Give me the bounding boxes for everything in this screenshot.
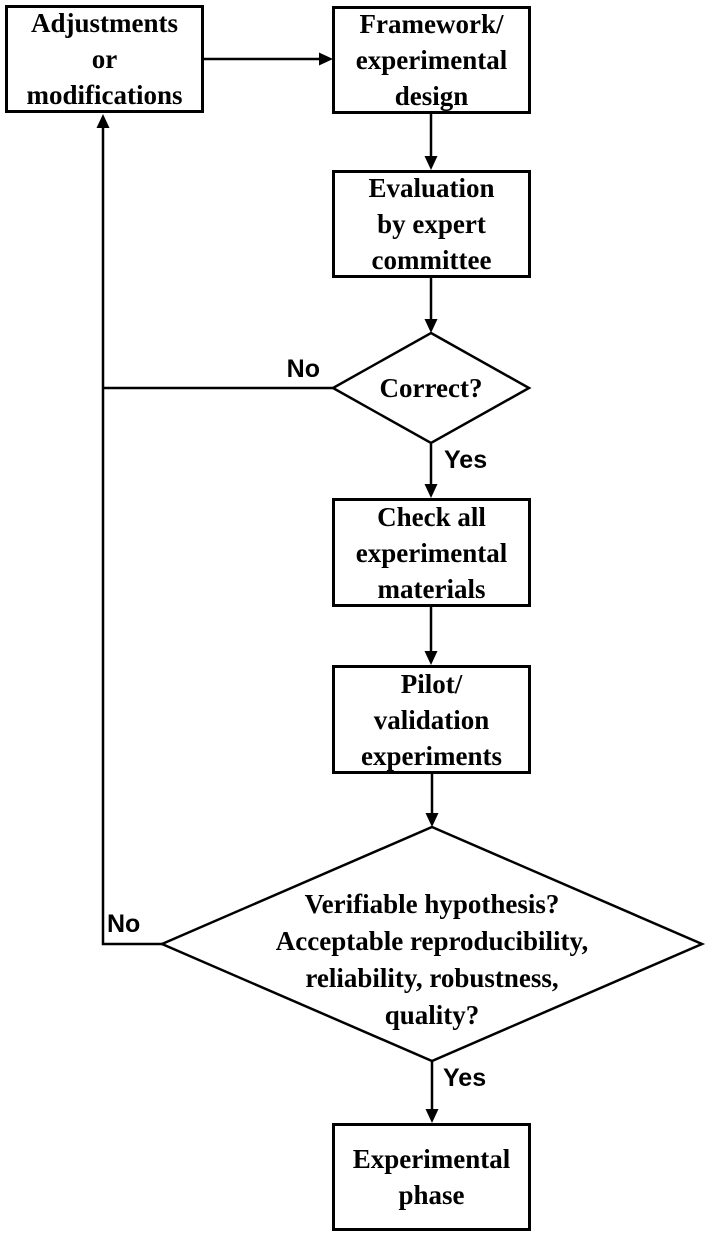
- node-adjustments-label: Adjustments or modifications: [26, 8, 183, 110]
- node-framework: Framework/ experimental design: [332, 6, 531, 114]
- node-pilot: Pilot/ validation experiments: [332, 665, 531, 774]
- node-pilot-label: Pilot/ validation experiments: [361, 668, 502, 771]
- arrowhead-feedback-to-adjustments: [96, 114, 110, 128]
- arrowhead-evaluation-to-correct: [424, 319, 438, 333]
- node-hypothesis-label: Verifiable hypothesis? Acceptable reprod…: [275, 889, 589, 1030]
- node-check-materials: Check all experimental materials: [332, 498, 531, 607]
- edge-label-hypothesis-no: No: [107, 910, 141, 938]
- edge-label-hypothesis-yes: Yes: [443, 1064, 487, 1092]
- node-evaluation-label: Evaluation by expert committee: [368, 173, 495, 275]
- edge-label-correct-yes: Yes: [444, 446, 488, 474]
- decision-correct-shape: [330, 331, 532, 445]
- node-experimental-phase: Experimental phase: [332, 1123, 531, 1231]
- edge-hypothesis-no-feedback: [101, 126, 162, 946]
- node-adjustments: Adjustments or modifications: [5, 5, 204, 113]
- node-experimental-phase-label: Experimental phase: [352, 1144, 511, 1210]
- node-evaluation: Evaluation by expert committee: [332, 170, 531, 278]
- edge-label-correct-no: No: [286, 355, 320, 383]
- arrowhead-check-to-pilot: [424, 651, 438, 665]
- node-check-materials-label: Check all experimental materials: [355, 501, 508, 604]
- node-framework-label: Framework/ experimental design: [355, 9, 508, 111]
- arrowhead-pilot-to-hypothesis: [425, 813, 439, 827]
- arrowhead-correct-yes-to-check: [424, 484, 438, 498]
- arrowhead-hypothesis-yes-to-experimental: [425, 1109, 439, 1123]
- arrowhead-framework-to-evaluation: [424, 156, 438, 170]
- arrowhead-adjustments-to-framework: [319, 52, 333, 66]
- decision-hypothesis-shape: [158, 825, 706, 1063]
- node-correct-label: Correct?: [379, 373, 483, 403]
